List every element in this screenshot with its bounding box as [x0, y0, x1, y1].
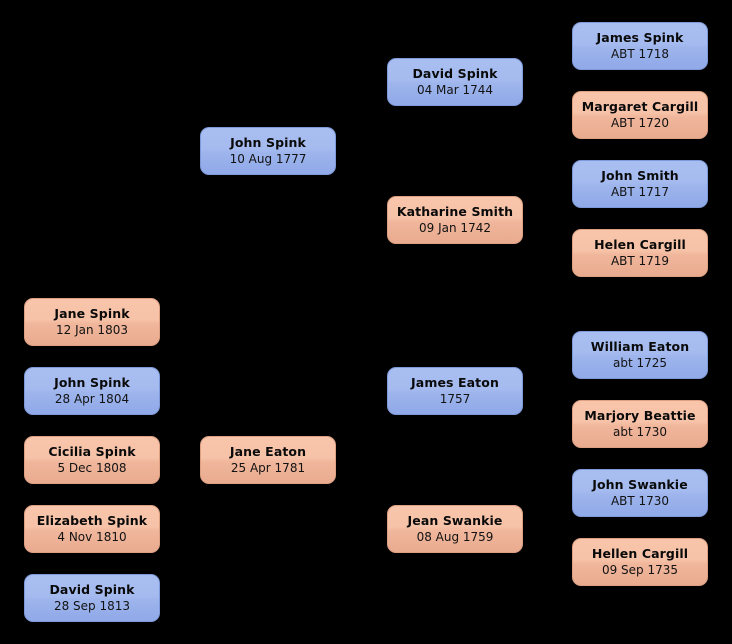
person-name: James Spink [596, 30, 684, 46]
person-date: 28 Sep 1813 [53, 598, 131, 613]
person-name: James Eaton [411, 375, 499, 391]
person-date: 28 Apr 1804 [54, 391, 130, 406]
person-name: Helen Cargill [594, 237, 686, 253]
person-date: 25 Apr 1781 [230, 460, 306, 475]
person-date: abt 1725 [612, 355, 668, 370]
person-name: Jean Swankie [407, 513, 503, 529]
person-date: ABT 1717 [610, 184, 670, 199]
person-name: John Smith [601, 168, 679, 184]
person-name: John Spink [230, 135, 306, 151]
person-date: 12 Jan 1803 [56, 322, 128, 337]
person-name: William Eaton [590, 339, 690, 355]
person-date: 5 Dec 1808 [57, 460, 127, 475]
person-date: 09 Jan 1742 [419, 220, 491, 235]
person-date: 4 Nov 1810 [57, 529, 127, 544]
person-date: ABT 1719 [610, 253, 670, 268]
person-date: ABT 1718 [610, 46, 670, 61]
person-name: Cicilia Spink [48, 444, 136, 460]
person-date: 08 Aug 1759 [416, 529, 494, 544]
person-name: David Spink [49, 582, 135, 598]
person-date: ABT 1720 [610, 115, 670, 130]
person-name: Jane Eaton [229, 444, 307, 460]
person-date: 1757 [439, 391, 471, 406]
person-name: Margaret Cargill [581, 99, 699, 115]
person-name: Jane Spink [54, 306, 130, 322]
person-date: ABT 1730 [610, 493, 670, 508]
person-date: 09 Sep 1735 [601, 562, 679, 577]
person-name: John Spink [54, 375, 130, 391]
person-name: Katharine Smith [396, 204, 514, 220]
person-name: Marjory Beattie [584, 408, 696, 424]
person-name: John Swankie [592, 477, 688, 493]
person-name: Hellen Cargill [591, 546, 689, 562]
person-name: David Spink [412, 66, 498, 82]
person-name: Elizabeth Spink [36, 513, 148, 529]
person-date: 04 Mar 1744 [416, 82, 494, 97]
person-date: 10 Aug 1777 [229, 151, 307, 166]
person-date: abt 1730 [612, 424, 668, 439]
